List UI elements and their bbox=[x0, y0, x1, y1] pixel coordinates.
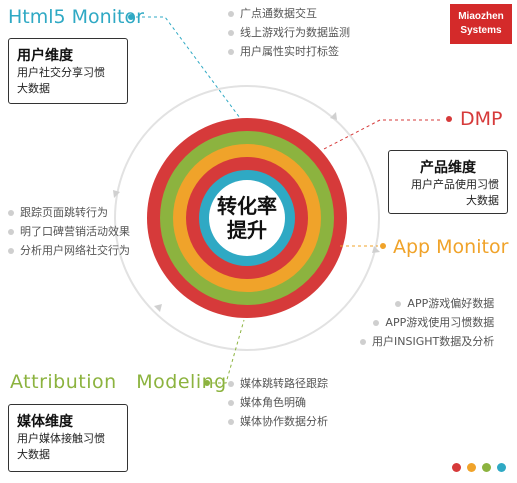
left-feature-list: 跟踪页面跳转行为 明了口碑营销活动效果 分析用户网络社交行为 bbox=[8, 203, 130, 260]
list-item: 媒体协作数据分析 bbox=[228, 412, 328, 431]
html5-monitor-label: Html5 Monitor bbox=[8, 6, 144, 28]
list-item: 广点通数据交互 bbox=[228, 4, 350, 23]
user-dimension-box: 用户维度 用户社交分享习惯 大数据 bbox=[8, 38, 128, 104]
product-dimension-box: 产品维度 用户产品使用习惯 大数据 bbox=[388, 150, 508, 214]
legend-dot bbox=[482, 463, 491, 472]
list-item: 跟踪页面跳转行为 bbox=[8, 203, 130, 222]
center-circle bbox=[209, 180, 285, 256]
box-title: 媒体维度 bbox=[17, 414, 73, 430]
arrow-marker bbox=[113, 190, 120, 198]
top-feature-list: 广点通数据交互 线上游戏行为数据监测 用户属性实时打标签 bbox=[228, 4, 350, 61]
list-item: 明了口碑营销活动效果 bbox=[8, 222, 130, 241]
list-item: 分析用户网络社交行为 bbox=[8, 241, 130, 260]
miaozhen-logo: Miaozhen Systems bbox=[450, 4, 512, 44]
box-text: 用户媒体接触习惯 bbox=[17, 432, 105, 445]
app-monitor-label: App Monitor bbox=[393, 236, 509, 258]
list-item: 媒体跳转路径跟踪 bbox=[228, 374, 328, 393]
html5-dot bbox=[128, 14, 134, 20]
box-title: 产品维度 bbox=[420, 160, 476, 176]
arrow-marker bbox=[330, 112, 337, 120]
box-text: 大数据 bbox=[17, 448, 50, 461]
list-item: 媒体角色明确 bbox=[228, 393, 328, 412]
attribution-dot bbox=[204, 380, 210, 386]
legend-dot bbox=[467, 463, 476, 472]
list-item: 线上游戏行为数据监测 bbox=[228, 23, 350, 42]
dmp-connector bbox=[321, 119, 440, 151]
box-text: 用户社交分享习惯 bbox=[17, 66, 105, 79]
box-text: 用户产品使用习惯 bbox=[411, 178, 499, 191]
app-feature-list: APP游戏偏好数据 APP游戏使用习惯数据 用户INSIGHT数据及分析 bbox=[360, 294, 494, 351]
attribution-modeling-label: Attribution Modeling bbox=[10, 371, 227, 393]
box-text: 大数据 bbox=[466, 194, 499, 207]
center-label: 转化率 提升 bbox=[217, 194, 277, 242]
arrow-marker bbox=[372, 246, 380, 253]
list-item: APP游戏使用习惯数据 bbox=[360, 313, 494, 332]
box-title: 用户维度 bbox=[17, 48, 73, 64]
box-text: 大数据 bbox=[17, 82, 50, 95]
list-item: 用户INSIGHT数据及分析 bbox=[360, 332, 494, 351]
list-item: 用户属性实时打标签 bbox=[228, 42, 350, 61]
dmp-dot bbox=[446, 116, 452, 122]
list-item: APP游戏偏好数据 bbox=[360, 294, 494, 313]
arrow-marker bbox=[154, 304, 162, 312]
html5-connector bbox=[130, 16, 241, 119]
media-feature-list: 媒体跳转路径跟踪 媒体角色明确 媒体协作数据分析 bbox=[228, 374, 328, 431]
outer-faint-ring bbox=[114, 85, 380, 351]
attribution-connector bbox=[212, 319, 245, 384]
media-dimension-box: 媒体维度 用户媒体接触习惯 大数据 bbox=[8, 404, 128, 472]
app-monitor-dot bbox=[380, 243, 386, 249]
dmp-label: DMP bbox=[460, 108, 503, 130]
legend-dot bbox=[452, 463, 461, 472]
legend-dot bbox=[497, 463, 506, 472]
